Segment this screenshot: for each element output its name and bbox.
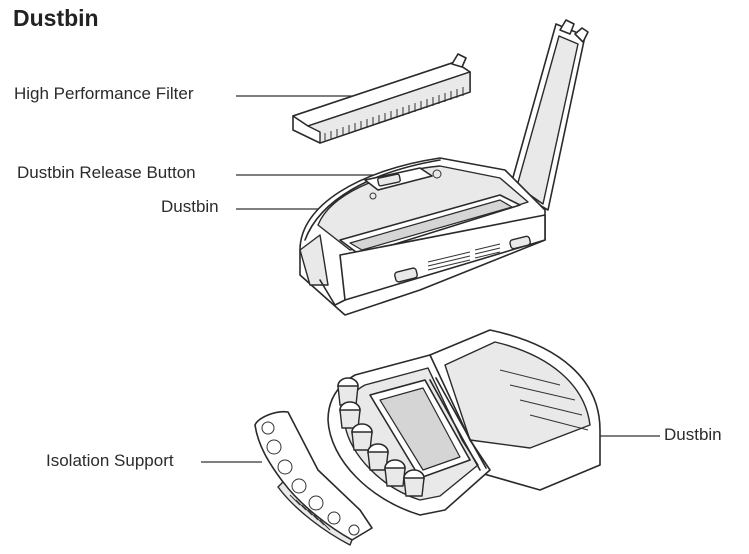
label-dustbin-bottom: Dustbin <box>664 425 722 444</box>
label-isolation-support: Isolation Support <box>46 451 174 470</box>
label-high-performance-filter: High Performance Filter <box>14 84 194 103</box>
high-performance-filter-illustration <box>292 53 471 144</box>
label-dustbin-release-button: Dustbin Release Button <box>17 163 196 182</box>
label-dustbin-top: Dustbin <box>161 197 219 216</box>
page-title: Dustbin <box>13 5 99 31</box>
isolation-support-illustration <box>254 410 373 546</box>
dustbin-bottom-illustration <box>327 329 601 516</box>
dustbin-top-illustration <box>299 19 589 316</box>
